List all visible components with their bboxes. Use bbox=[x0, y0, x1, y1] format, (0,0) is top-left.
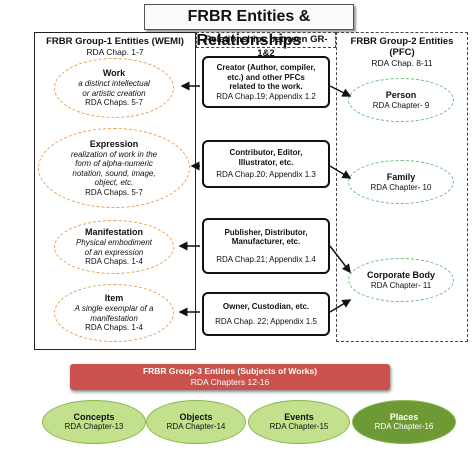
entity-manifestation-desc-1: Physical embodiment bbox=[75, 238, 153, 248]
relationship-publisher-chapters: RDA Chap.21; Appendix 1.4 bbox=[216, 254, 316, 264]
entity-concepts: Concepts RDA Chapter-13 bbox=[42, 400, 146, 444]
entity-places: Places RDA Chapter-16 bbox=[352, 400, 456, 444]
arrow-relation-to-corporate bbox=[329, 245, 351, 274]
entity-item-desc-2: manifestation bbox=[90, 313, 138, 323]
entity-manifestation-name: Manifestation bbox=[84, 227, 143, 238]
arrow-relation-to-group2 bbox=[329, 299, 352, 313]
entity-person-chapters: RDA Chapter- 9 bbox=[372, 100, 430, 110]
relationship-publisher-line-1: Publisher, Distributor, bbox=[224, 227, 308, 237]
entity-work-desc-1: a distinct intellectual bbox=[78, 79, 150, 89]
relationship-contributor: Contributor, Editor, Illustrator, etc. R… bbox=[202, 140, 330, 188]
entity-events-chapters: RDA Chapter-15 bbox=[269, 422, 329, 431]
relationship-owner-line-1: Owner, Custodian, etc. bbox=[222, 301, 310, 311]
entity-expression-desc-4: object, etc. bbox=[94, 178, 134, 188]
entity-places-name: Places bbox=[389, 412, 419, 422]
entity-item-name: Item bbox=[104, 293, 124, 304]
arrow-relation-to-person bbox=[329, 85, 352, 97]
relationship-creator-chapters: RDA Chap.19; Appendix 1.2 bbox=[216, 91, 316, 101]
entity-work: Work a distinct intellectual or artistic… bbox=[54, 58, 174, 118]
entity-expression-desc-1: realization of work in the bbox=[70, 149, 158, 159]
entity-work-name: Work bbox=[102, 68, 126, 79]
diagram-title: FRBR Entities & Relationships bbox=[144, 4, 354, 49]
group1-heading: FRBR Group-1 Entities (WEMI) bbox=[46, 36, 184, 47]
group3-banner: FRBR Group-3 Entities (Subjects of Works… bbox=[70, 364, 390, 390]
entity-family: Family RDA Chapter- 10 bbox=[348, 160, 454, 204]
entity-objects-chapters: RDA Chapter-14 bbox=[166, 422, 226, 431]
entity-places-chapters: RDA Chapter-16 bbox=[374, 422, 434, 431]
entity-manifestation-chapters: RDA Chaps. 1-4 bbox=[85, 257, 143, 267]
entity-corporate-body-chapters: RDA Chapter- 11 bbox=[370, 280, 432, 290]
entity-corporate-body: Corporate Body RDA Chapter- 11 bbox=[348, 258, 454, 302]
relationship-contributor-line-2: Illustrator, etc. bbox=[238, 157, 294, 167]
entity-events-name: Events bbox=[284, 412, 314, 422]
entity-concepts-name: Concepts bbox=[73, 412, 115, 422]
relationship-creator-line-2: etc.) and other PFCs bbox=[227, 72, 305, 82]
entity-family-name: Family bbox=[386, 171, 416, 182]
relationships-heading: Relationships between GR-1&2 bbox=[204, 34, 328, 59]
relationships-header: Relationships between GR-1&2 bbox=[196, 32, 336, 59]
relationship-creator-line-3: related to the work. bbox=[229, 82, 303, 91]
relationship-owner: Owner, Custodian, etc. RDA Chap. 22; App… bbox=[202, 292, 330, 336]
entity-objects: Objects RDA Chapter-14 bbox=[146, 400, 246, 444]
entity-work-chapters: RDA Chaps. 5-7 bbox=[85, 98, 143, 108]
entity-work-desc-2: or artistic creation bbox=[82, 88, 146, 98]
entity-expression-desc-3: notation, sound, image, bbox=[72, 168, 156, 178]
group2-heading: FRBR Group-2 Entities (PFC) bbox=[350, 36, 454, 58]
relationship-creator-line-1: Creator (Author, compiler, bbox=[216, 63, 316, 72]
entity-concepts-chapters: RDA Chapter-13 bbox=[64, 422, 124, 431]
entity-manifestation: Manifestation Physical embodiment of an … bbox=[54, 220, 174, 274]
group1-panel: FRBR Group-1 Entities (WEMI) RDA Chap. 1… bbox=[34, 32, 196, 350]
group2-chapters: RDA Chap. 8-11 bbox=[371, 58, 433, 68]
group3-chapters: RDA Chapters 12-16 bbox=[190, 377, 270, 387]
relationship-owner-chapters: RDA Chap. 22; Appendix 1.5 bbox=[215, 317, 317, 326]
entity-family-chapters: RDA Chapter- 10 bbox=[370, 182, 432, 192]
entity-person: Person RDA Chapter- 9 bbox=[348, 78, 454, 122]
entity-item: Item A single exemplar of a manifestatio… bbox=[54, 284, 174, 342]
entity-expression-name: Expression bbox=[89, 138, 139, 149]
relationship-contributor-line-1: Contributor, Editor, bbox=[229, 148, 303, 158]
group3-heading: FRBR Group-3 Entities (Subjects of Works… bbox=[142, 366, 318, 376]
entity-events: Events RDA Chapter-15 bbox=[248, 400, 350, 444]
entity-item-chapters: RDA Chaps. 1-4 bbox=[85, 323, 143, 333]
relationship-contributor-chapters: RDA Chap.20; Appendix 1.3 bbox=[216, 170, 316, 180]
entity-person-name: Person bbox=[385, 89, 417, 100]
entity-objects-name: Objects bbox=[179, 412, 213, 422]
arrow-relation-to-family bbox=[329, 165, 352, 179]
entity-expression-chapters: RDA Chaps. 5-7 bbox=[85, 187, 143, 197]
relationship-publisher: Publisher, Distributor, Manufacturer, et… bbox=[202, 218, 330, 274]
relationship-publisher-line-2: Manufacturer, etc. bbox=[231, 237, 301, 247]
entity-manifestation-desc-2: of an expression bbox=[84, 247, 144, 257]
entity-expression-desc-2: form of alpha-numeric bbox=[75, 159, 153, 169]
entity-item-desc-1: A single exemplar of a bbox=[74, 304, 154, 314]
entity-corporate-body-name: Corporate Body bbox=[366, 269, 435, 280]
group1-chapters: RDA Chap. 1-7 bbox=[86, 47, 144, 57]
group2-panel: FRBR Group-2 Entities (PFC) RDA Chap. 8-… bbox=[336, 32, 468, 342]
relationship-creator: Creator (Author, compiler, etc.) and oth… bbox=[202, 56, 330, 108]
entity-expression: Expression realization of work in the fo… bbox=[38, 128, 190, 208]
